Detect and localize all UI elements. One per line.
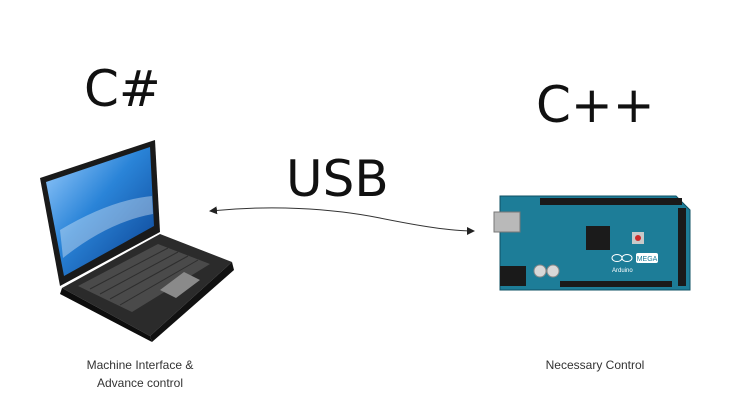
- left-caption-line-2: Advance control: [96, 376, 184, 390]
- left-caption-line-1: Machine Interface &: [86, 358, 194, 372]
- laptop-icon: [40, 140, 234, 342]
- board-brand-text: Arduino: [612, 268, 633, 274]
- usb-label: USB: [286, 150, 389, 208]
- right-caption: Necessary Control: [545, 358, 645, 372]
- left-caption: Machine Interface & Advance control: [60, 356, 220, 392]
- usb-connection-arrow: [209, 206, 475, 235]
- left-language-label: C#: [84, 60, 161, 118]
- board-logo-text: MEGA: [637, 256, 658, 263]
- arduino-board-icon: MEGA Arduino: [493, 195, 691, 291]
- right-language-label: C++: [536, 76, 655, 134]
